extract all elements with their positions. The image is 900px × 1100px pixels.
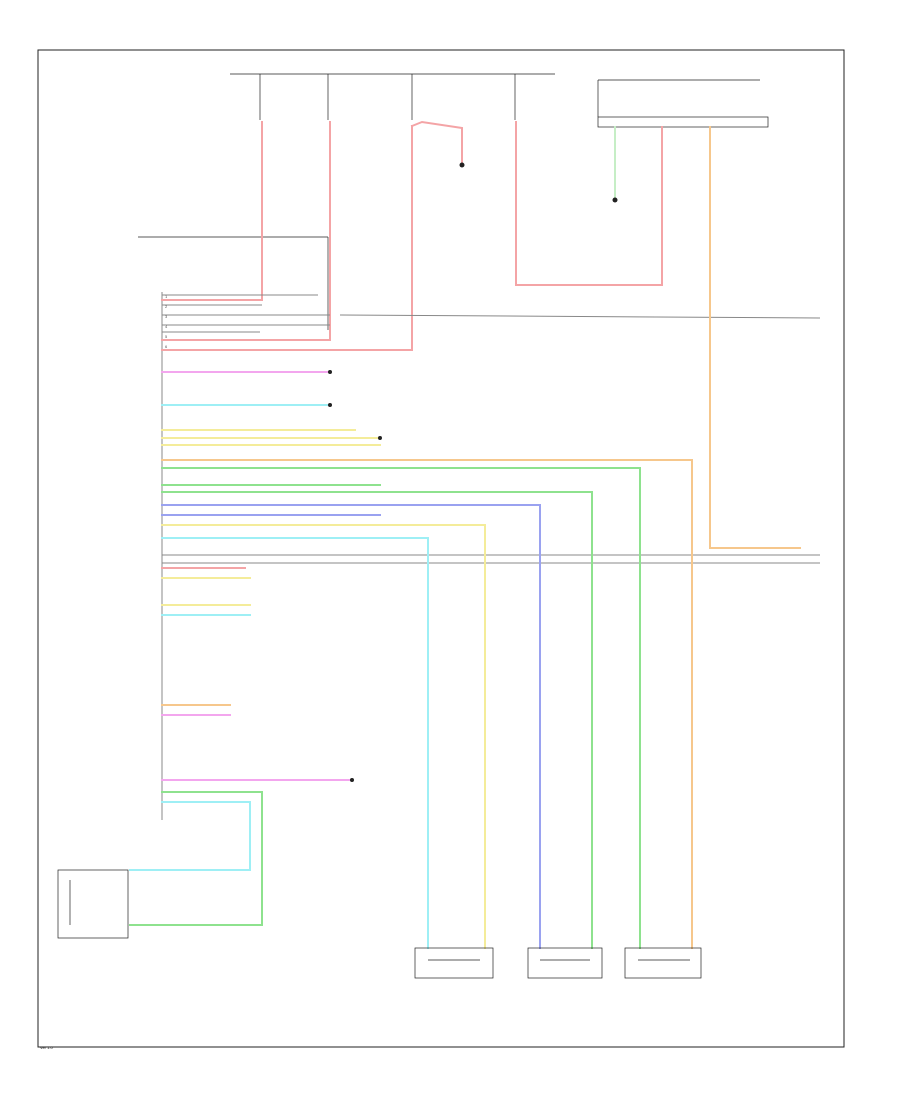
red-power-wires <box>161 120 663 351</box>
wire-cyan-module <box>129 801 251 871</box>
motor-box-1 <box>414 947 494 979</box>
diagram-frame <box>37 49 845 1048</box>
wire-blue <box>161 504 541 949</box>
wire-green-mid <box>161 491 593 949</box>
svg-text:5: 5 <box>165 334 168 339</box>
wire-orange-right <box>709 126 801 549</box>
svg-text:1: 1 <box>165 294 168 299</box>
wire-orange-long <box>161 459 693 949</box>
footer-code: Ver 1.0 <box>40 1045 53 1050</box>
wire-red-3 <box>410 120 463 163</box>
wire-red-2 <box>161 121 331 341</box>
wire-red-4 <box>161 125 413 351</box>
svg-text:6: 6 <box>165 344 168 349</box>
wire-red-1 <box>161 121 263 301</box>
ground-dots <box>328 162 618 782</box>
wire-cyan-long <box>161 537 429 949</box>
svg-text:3: 3 <box>165 314 168 319</box>
pin-numbers: 1 2 3 4 5 6 <box>165 294 168 349</box>
wire-red-5 <box>515 121 663 286</box>
seat-signal-wires <box>129 126 801 949</box>
wire-green-long <box>161 467 641 949</box>
memory-seat-module <box>57 869 129 939</box>
motor-box-3 <box>624 947 702 979</box>
wire-green-module <box>129 791 263 926</box>
motor-box-2 <box>527 947 603 979</box>
svg-text:4: 4 <box>165 324 168 329</box>
fuse-header <box>230 73 769 128</box>
wire-yellow-long <box>161 524 486 949</box>
seat-signal-lines <box>162 294 821 564</box>
svg-text:2: 2 <box>165 304 168 309</box>
